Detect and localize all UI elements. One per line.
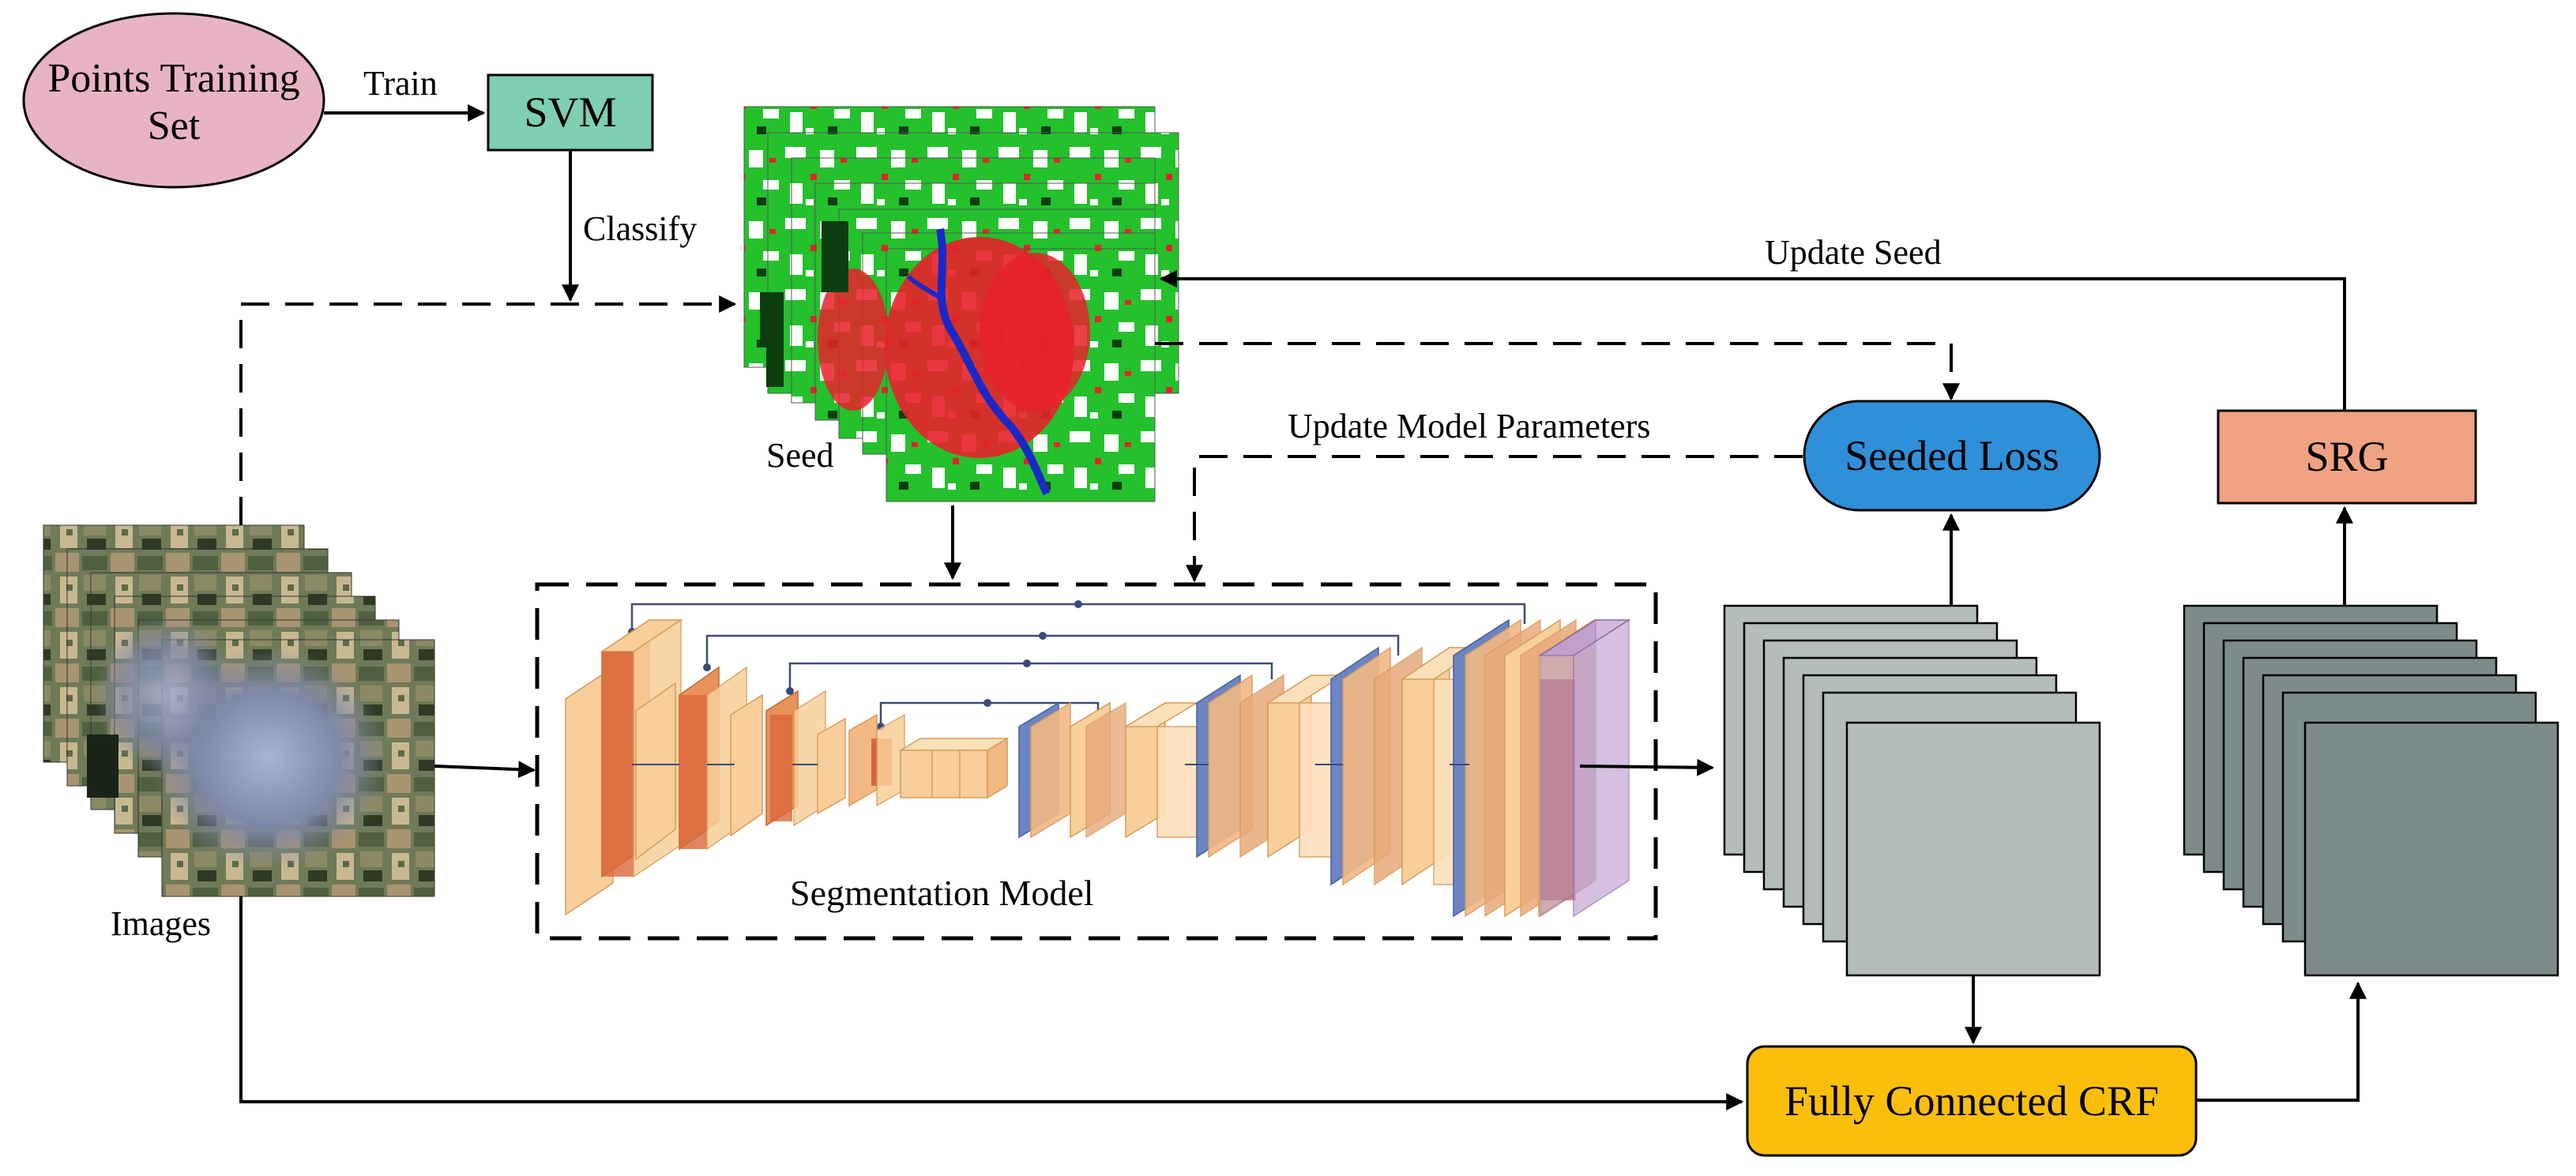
feature-map-front — [1845, 721, 2101, 977]
unet-illustration — [565, 600, 1631, 918]
seed-forest-patch — [766, 332, 784, 387]
images-to-seed-dashed-arrow — [239, 295, 737, 525]
images-to-crf-arrow — [239, 896, 1744, 1110]
image-dark-patch — [87, 735, 118, 798]
seeded-loss-label: Seeded Loss — [1845, 431, 2059, 479]
segmentation-model-label: Segmentation Model — [790, 873, 1094, 913]
seed-river — [936, 228, 1051, 495]
decoder-block-3 — [1196, 674, 1345, 859]
update-model-parameters-dashed-arrow — [1186, 455, 1803, 583]
update-seed-label: Update Seed — [1765, 233, 1942, 272]
srg-box — [2217, 409, 2477, 505]
svm-box — [487, 73, 654, 152]
skip-connection-dots — [628, 600, 1082, 731]
feature-map-stack — [1723, 604, 2101, 977]
srg-map-front — [2303, 721, 2559, 977]
segmentation-model-frame — [535, 582, 1658, 941]
points-training-set-ellipse — [22, 12, 325, 189]
encoder-block-4 — [817, 713, 905, 815]
seed-label: Seed — [766, 436, 834, 475]
decoder-block-4 — [1018, 701, 1199, 839]
seed-urban-area — [980, 253, 1090, 411]
decoder-block-2 — [1330, 646, 1484, 886]
bottleneck-block — [898, 737, 1010, 799]
update-seed-arrow — [1159, 270, 2346, 411]
images-label: Images — [111, 904, 212, 943]
update-model-parameters-label: Update Model Parameters — [1288, 407, 1651, 445]
seeded-loss-pill — [1803, 400, 2101, 512]
output-layer — [1538, 618, 1631, 918]
crf-label: Fully Connected CRF — [1784, 1076, 2160, 1125]
seed-map-stack — [743, 106, 1179, 502]
srg-label: SRG — [2305, 433, 2389, 481]
train-label: Train — [363, 64, 438, 103]
points-training-set-label: Points Training Set — [47, 56, 300, 148]
seed-to-loss-dashed-arrow — [1155, 342, 1960, 401]
encoder-block-3 — [730, 689, 826, 837]
seed-river — [906, 274, 946, 302]
seed-forest-patch — [822, 221, 848, 292]
seed-urban-area — [818, 269, 889, 411]
model-to-features-arrow — [1579, 758, 1715, 776]
images-stack — [43, 524, 435, 897]
svm-label: SVM — [524, 88, 617, 137]
images-to-model-arrow — [434, 761, 536, 779]
crf-to-srg-stack-arrow — [2196, 981, 2367, 1102]
image-city-area — [95, 616, 237, 774]
srg-map-stack — [2183, 604, 2559, 977]
classify-label: Classify — [583, 209, 698, 248]
